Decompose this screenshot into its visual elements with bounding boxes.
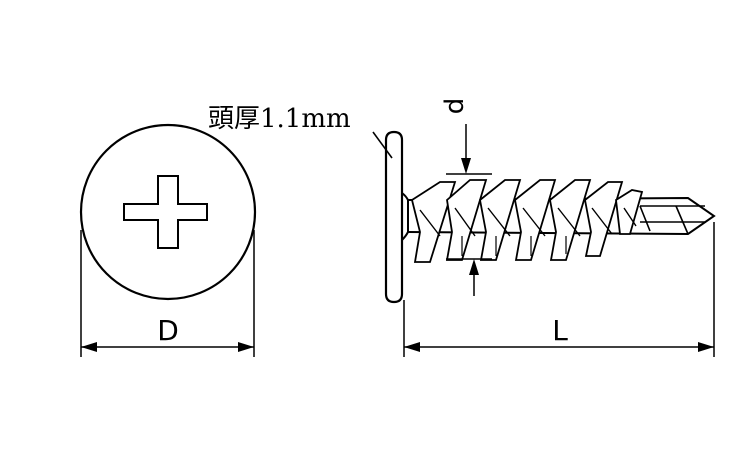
thread-face-3 [487, 207, 511, 237]
thread-face-2 [454, 207, 476, 237]
thread-face-5 [557, 207, 581, 237]
arrow-left-icon [81, 342, 97, 352]
head-outline [79, 123, 257, 301]
thread-face-6 [591, 207, 613, 235]
l-arrow-right-icon [698, 342, 714, 352]
screw-side-view: d 頭厚1.1mm L [208, 98, 716, 357]
d-arrow-down-icon [461, 158, 471, 174]
thread-6 [584, 181, 624, 257]
thread-1 [410, 181, 457, 263]
screw-head [384, 130, 404, 304]
thread-3 [479, 179, 522, 261]
screw-neck [401, 192, 409, 241]
head-diameter-label: D [157, 314, 179, 347]
thread-2 [445, 179, 488, 261]
length-label: L [552, 314, 568, 347]
arrow-right-icon [238, 342, 254, 352]
head-thickness-leader [372, 131, 393, 159]
thread-5 [549, 179, 592, 261]
head-top-view: D [79, 123, 257, 357]
thread-face-4 [522, 207, 546, 237]
l-arrow-left-icon [404, 342, 420, 352]
thread-face-1 [419, 209, 441, 237]
drill-point-line-3 [639, 205, 651, 232]
thread-diameter-label: d [440, 98, 470, 115]
thread-face-7 [623, 207, 637, 227]
head-thickness-label: 頭厚1.1mm [208, 104, 351, 134]
d-arrow-up-icon [469, 259, 479, 275]
thread-4 [514, 179, 557, 261]
thread-crests [410, 179, 644, 263]
thread-7 [615, 189, 644, 235]
thread-face-lines [419, 207, 637, 237]
drill-point-line-4 [675, 205, 689, 235]
thread-roots [461, 236, 567, 256]
phillips-recess-icon [123, 175, 208, 249]
